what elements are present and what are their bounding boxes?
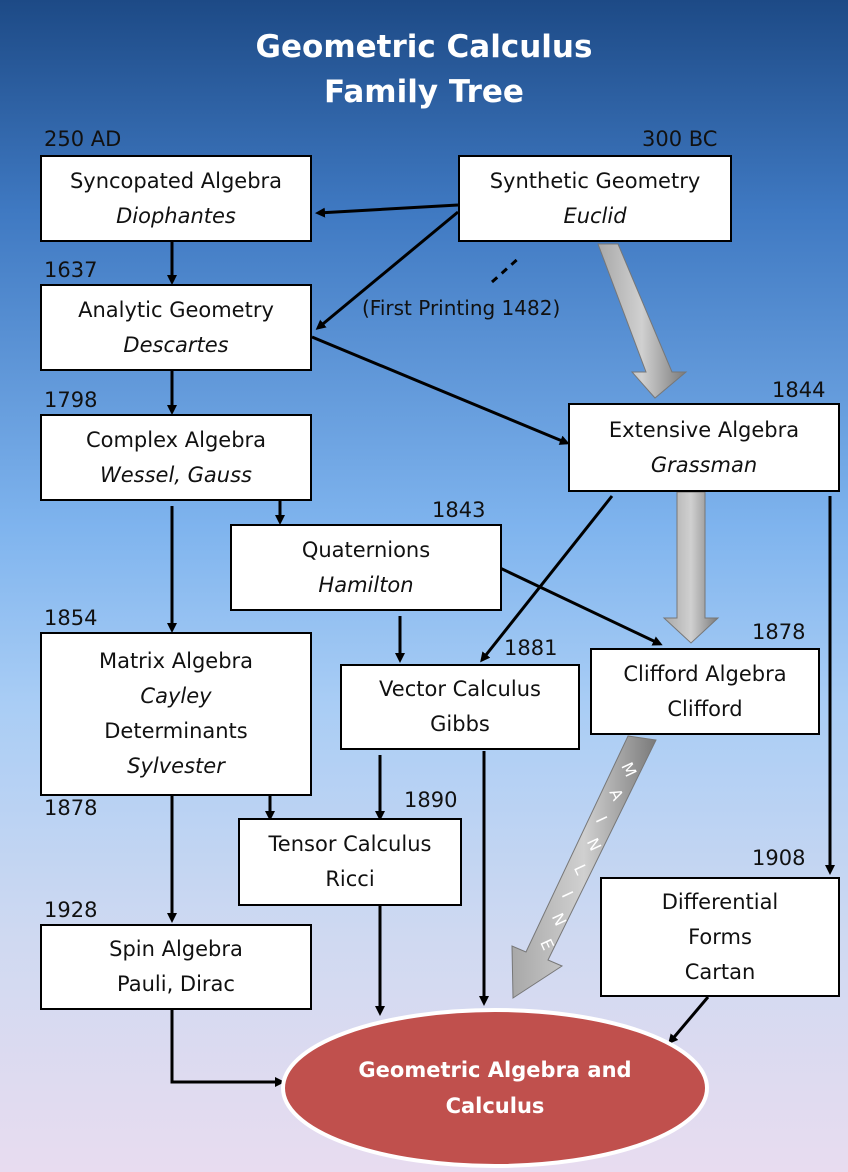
year-differential: 1908 <box>752 846 806 870</box>
node-person: Grassman <box>650 452 758 477</box>
node-person: Hamilton <box>318 572 414 597</box>
arrow-grassman-to-vector <box>480 495 614 663</box>
node-extensive-algebra: Extensive Algebra Grassman <box>568 403 840 492</box>
arrow-euclid-to-descartes <box>315 210 459 330</box>
node-syncopated-algebra: Syncopated Algebra Diophantes <box>40 155 312 242</box>
year-clifford: 1878 <box>752 620 806 644</box>
node-tensor-calculus: Tensor Calculus Ricci <box>238 818 462 906</box>
dashed-first-printing <box>491 255 521 284</box>
node-analytic-geometry: Analytic Geometry Descartes <box>40 284 312 371</box>
year-quaternions: 1843 <box>432 498 486 522</box>
node-person: Pauli, Dirac <box>117 972 235 996</box>
arrow-euclid-to-diophantes <box>315 203 459 218</box>
node-spin-algebra: Spin Algebra Pauli, Dirac <box>40 924 312 1010</box>
arrow-descartes-to-grassman <box>311 335 570 445</box>
node-person: Wessel, Gauss <box>99 462 252 487</box>
result-label-line2: Calculus <box>445 1094 545 1118</box>
node-title: Clifford Algebra <box>623 661 787 686</box>
year-tensor: 1890 <box>404 788 458 812</box>
year-matrix-below: 1878 <box>44 796 98 820</box>
mainline-arrow-euclid-to-grassman <box>597 243 688 399</box>
node-vector-calculus: Vector Calculus Gibbs <box>340 664 580 750</box>
mainline-arrow-grassman-to-clifford <box>662 491 720 644</box>
node-complex-algebra: Complex Algebra Wessel, Gauss <box>40 414 312 501</box>
year-analytic: 1637 <box>44 258 98 282</box>
node-title: Vector Calculus <box>379 677 541 701</box>
node-title-2: Determinants <box>104 719 248 743</box>
node-title: Quaternions <box>301 537 431 562</box>
node-person: Euclid <box>563 203 627 228</box>
arrow-differential-to-result <box>668 996 710 1045</box>
diagram-title-line2: Family Tree <box>324 74 524 110</box>
result-ellipse <box>281 1008 709 1168</box>
node-clifford-algebra: Clifford Algebra Clifford <box>590 648 820 735</box>
year-syncopated: 250 AD <box>44 127 122 151</box>
arrow-spin-to-result <box>170 1010 285 1087</box>
year-matrix: 1854 <box>44 606 98 630</box>
year-complex: 1798 <box>44 388 98 412</box>
node-person: Ricci <box>325 867 375 891</box>
node-title-2: Forms <box>688 924 752 949</box>
node-title: Differential <box>661 889 779 914</box>
node-title: Analytic Geometry <box>78 297 274 322</box>
node-matrix-algebra: Matrix Algebra Cayley Determinants Sylve… <box>40 632 312 796</box>
node-person: Cartan <box>684 959 756 984</box>
node-title: Matrix Algebra <box>98 649 254 673</box>
node-person: Clifford <box>667 696 743 721</box>
year-vector: 1881 <box>504 636 558 660</box>
node-synthetic-geometry: Synthetic Geometry Euclid <box>458 155 732 242</box>
diagram-title-line1: Geometric Calculus <box>255 29 593 65</box>
node-title: Syncopated Algebra <box>69 168 283 193</box>
result-label-line1: Geometric Algebra and <box>358 1058 632 1082</box>
node-title: Extensive Algebra <box>608 417 800 442</box>
year-synthetic: 300 BC <box>642 127 718 151</box>
first-printing-note: (First Printing 1482) <box>362 296 561 320</box>
year-spin: 1928 <box>44 898 98 922</box>
node-person: Descartes <box>123 332 229 357</box>
mainline-arrow-clifford-to-result <box>511 735 657 999</box>
node-differential-forms: Differential Forms Cartan <box>600 877 840 997</box>
node-quaternions: Quaternions Hamilton <box>230 524 502 611</box>
node-title: Tensor Calculus <box>268 832 432 856</box>
node-person: Cayley <box>140 684 212 708</box>
arrow-quaternions-to-clifford <box>499 566 663 646</box>
node-title: Complex Algebra <box>85 427 267 452</box>
node-person: Diophantes <box>116 203 236 228</box>
year-extensive: 1844 <box>772 378 826 402</box>
node-title: Spin Algebra <box>109 937 243 961</box>
node-person: Gibbs <box>430 712 490 736</box>
node-person-2: Sylvester <box>127 754 225 778</box>
node-title: Synthetic Geometry <box>489 168 701 193</box>
